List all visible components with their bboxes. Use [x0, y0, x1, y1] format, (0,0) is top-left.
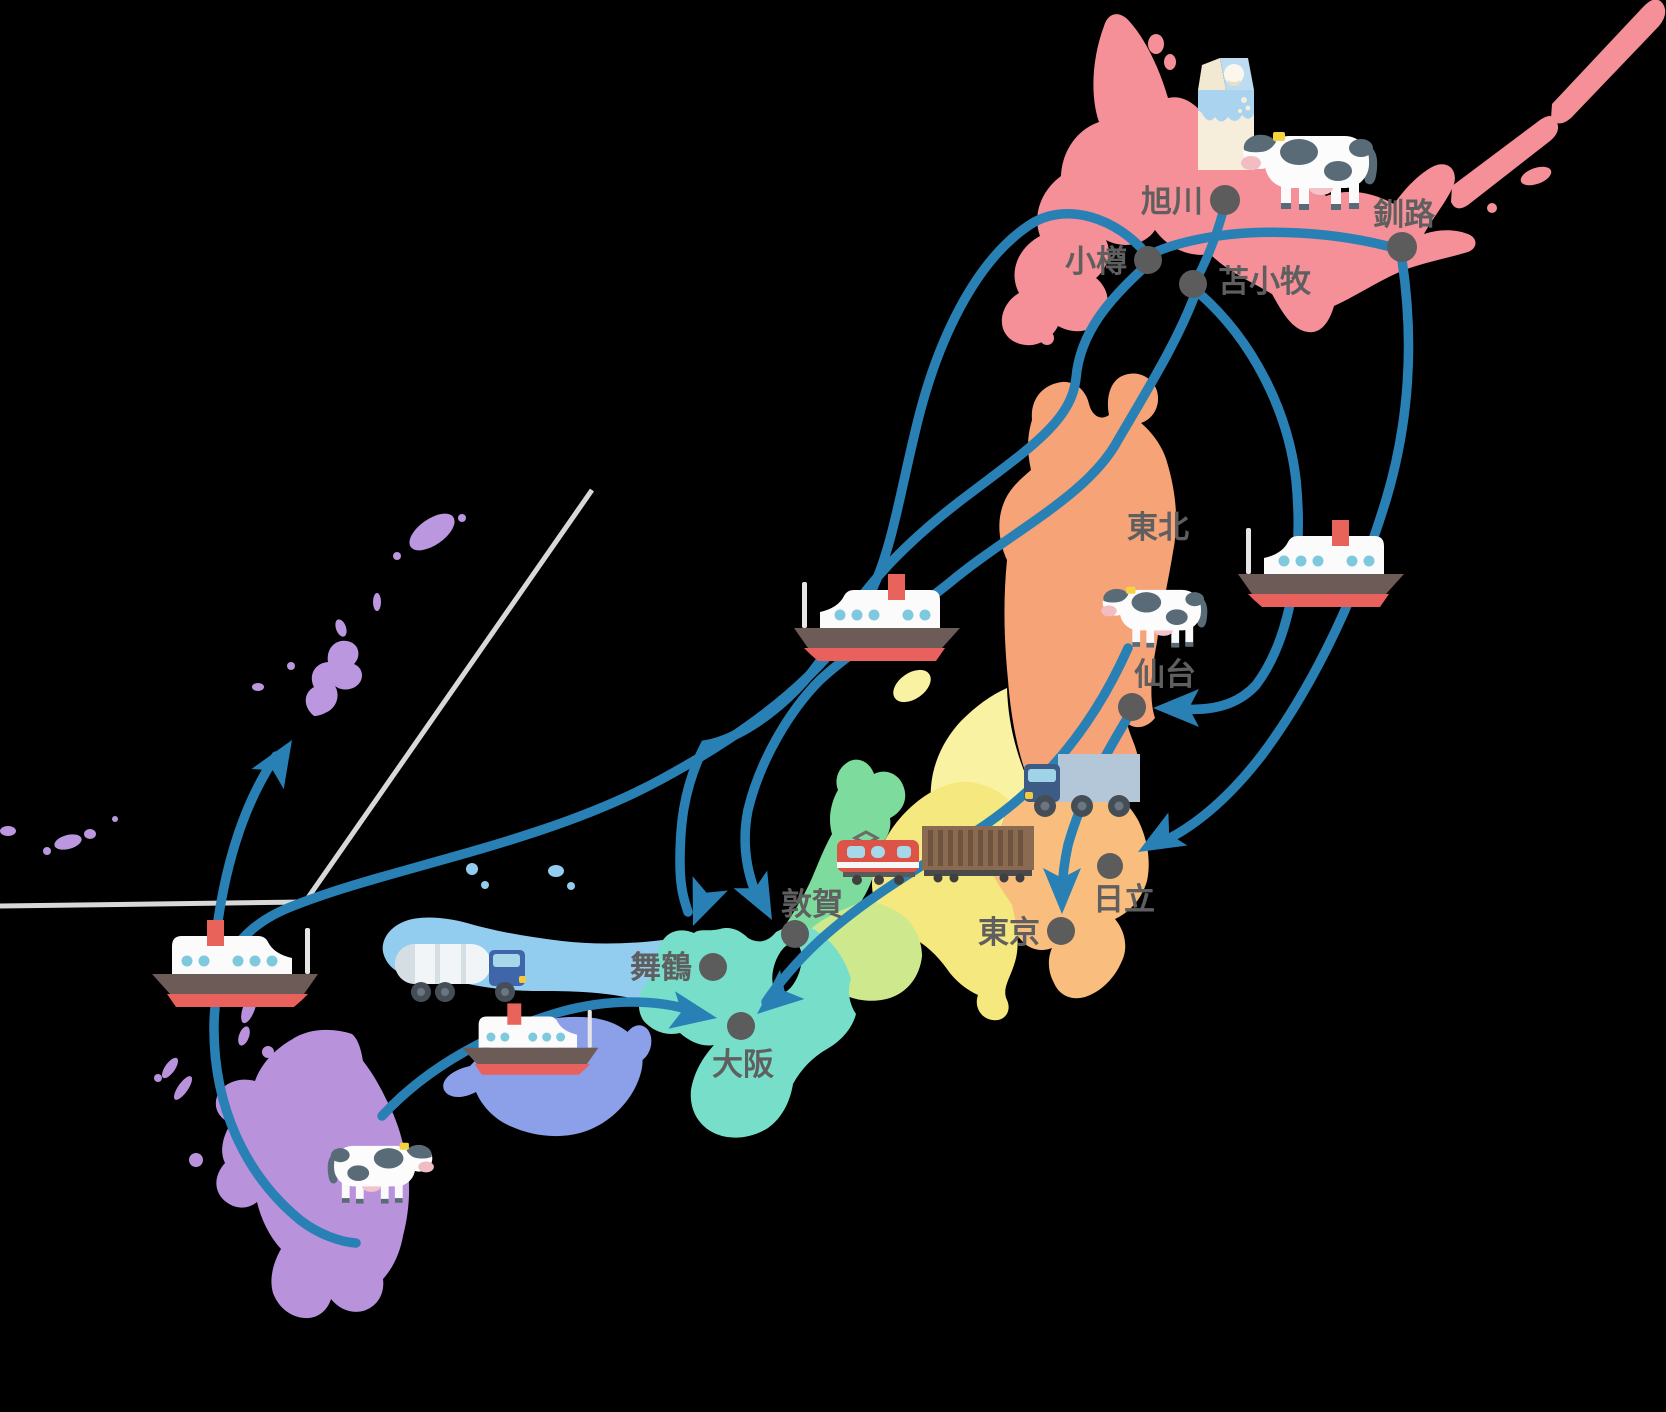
- label-osaka: 大阪: [712, 1047, 774, 1082]
- label-tomakomai: 苫小牧: [1218, 264, 1312, 299]
- island-iki: [262, 1046, 274, 1058]
- island-small-blue2: [481, 881, 489, 889]
- island-okushiri: [1040, 331, 1054, 345]
- label-tokyo: 東京: [978, 915, 1040, 950]
- route-west-main: [209, 209, 1407, 1248]
- island-goto2: [173, 1076, 193, 1100]
- region-hokkaido: [1001, 14, 1476, 346]
- dot-tsuruga: [781, 920, 809, 948]
- transport-routes: [208, 203, 1414, 1248]
- dot-kushiro: [1387, 232, 1417, 262]
- container-wagon-icon: [922, 826, 1034, 883]
- island-small-blue: [466, 863, 478, 875]
- dot-sendai: [1118, 693, 1146, 721]
- route-tomakomai-sendai: [1169, 289, 1303, 715]
- label-maizuru: 舞鶴: [630, 950, 692, 985]
- ferry-okinawa-icon: [152, 920, 318, 1007]
- island-goto3: [154, 1074, 162, 1082]
- dot-hitachi: [1097, 853, 1123, 879]
- region-tohoku: [999, 373, 1177, 790]
- island-kyushu-sliver: [320, 1069, 340, 1079]
- dot-osaka: [727, 1012, 755, 1040]
- island-shikotan: [1520, 166, 1552, 186]
- island-rebun: [1164, 54, 1176, 70]
- region-kyushu: [215, 1029, 410, 1319]
- island-etorofu: [1551, 0, 1666, 124]
- region-gifu-shiga: [788, 900, 922, 1001]
- island-habomai: [1487, 203, 1497, 213]
- label-kushiro: 釧路: [1373, 197, 1436, 232]
- label-tsuruga: 敦賀: [781, 887, 843, 922]
- island-okinawa-main: [305, 640, 363, 716]
- dot-maizuru: [699, 953, 727, 981]
- island-rishiri: [1148, 34, 1164, 54]
- city-dots: [699, 185, 1417, 1040]
- dot-tomakomai: [1179, 270, 1207, 298]
- island-goto: [161, 1057, 179, 1079]
- dot-asahikawa: [1210, 185, 1240, 215]
- label-asahikawa: 旭川: [1141, 184, 1203, 219]
- label-sendai: 仙台: [1134, 657, 1196, 692]
- label-tohoku-region: 東北: [1127, 510, 1189, 545]
- island-tsushima2: [238, 1026, 250, 1046]
- island-kunashiri: [1451, 115, 1559, 209]
- island-oki: [548, 865, 564, 877]
- okinawa-inset-islands: [0, 513, 466, 855]
- label-hitachi: 日立: [1093, 882, 1155, 917]
- region-chugoku: [382, 917, 678, 1020]
- dot-tokyo: [1047, 917, 1075, 945]
- city-labels: 旭川 釧路 小樽 苫小牧 東北 仙台 日立 東京 敦賀 舞鶴 大阪: [630, 184, 1436, 1082]
- milk-tank-truck-icon: [395, 944, 526, 1002]
- island-amakusa: [189, 1153, 203, 1167]
- route-seto-osaka: [377, 997, 705, 1121]
- dot-otaru: [1134, 246, 1162, 274]
- island-oki2: [567, 882, 575, 890]
- island-sado: [893, 669, 931, 703]
- label-otaru: 小樽: [1065, 244, 1127, 279]
